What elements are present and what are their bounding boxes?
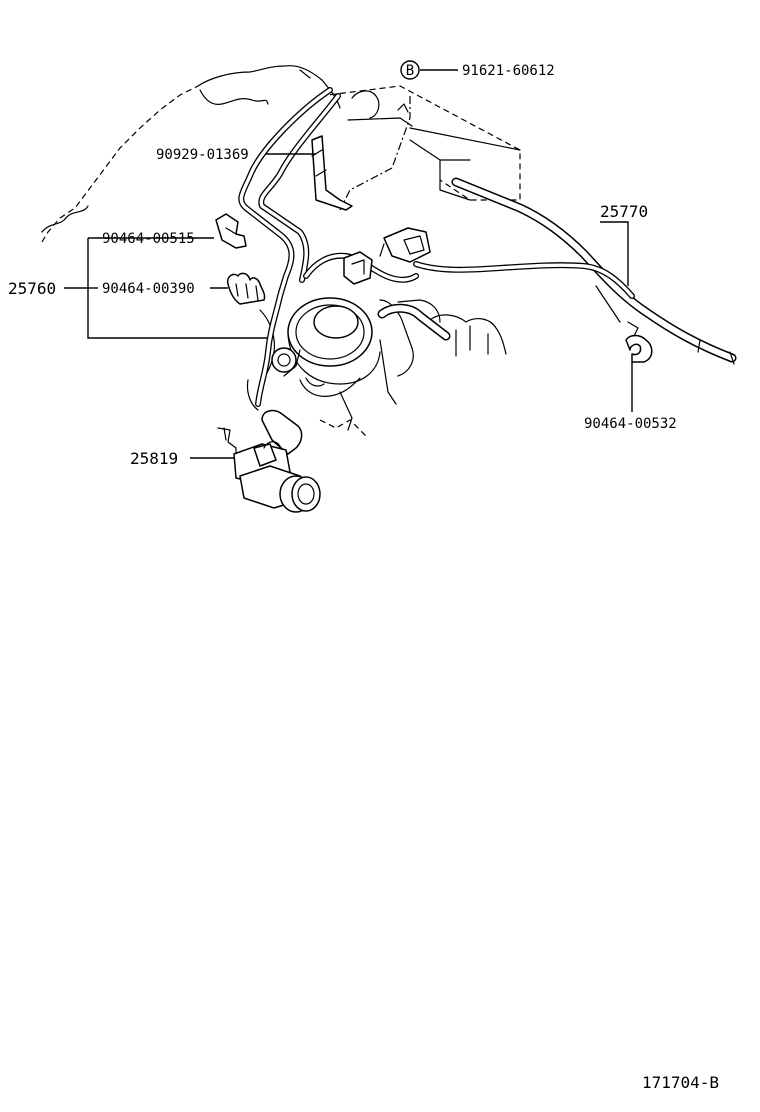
callout-bolt: 91621-60612 bbox=[462, 63, 555, 79]
callout-clip-right: 90464-00532 bbox=[584, 416, 677, 432]
callout-clip-b: 90464-00390 bbox=[102, 281, 195, 297]
clip-00532-part bbox=[625, 321, 653, 363]
clip-00390-part bbox=[226, 272, 266, 305]
hose-25770 bbox=[413, 177, 737, 365]
callout-vsv: 25819 bbox=[130, 449, 178, 468]
connector-center bbox=[343, 251, 373, 285]
surge-tank bbox=[319, 85, 521, 201]
vsv-part bbox=[217, 409, 321, 513]
callout-clip-a: 90464-00515 bbox=[102, 231, 195, 247]
bolt-marker-letter: B bbox=[406, 63, 414, 79]
engine-outline bbox=[41, 65, 507, 437]
bolt-b bbox=[339, 96, 411, 211]
clip-00515-part bbox=[215, 213, 247, 249]
callout-clamp-top: 90929-01369 bbox=[156, 147, 249, 163]
bolt-marker: B bbox=[400, 60, 420, 80]
connector-top bbox=[379, 227, 431, 263]
callout-group-hose: 25760 bbox=[8, 279, 56, 298]
clamp-top-part bbox=[311, 135, 353, 211]
lower-pipe bbox=[377, 303, 451, 405]
canister bbox=[271, 297, 381, 387]
leader-lines bbox=[64, 69, 633, 459]
callout-hose-right: 25770 bbox=[600, 202, 648, 221]
diagram-code: 171704-B bbox=[642, 1073, 719, 1092]
